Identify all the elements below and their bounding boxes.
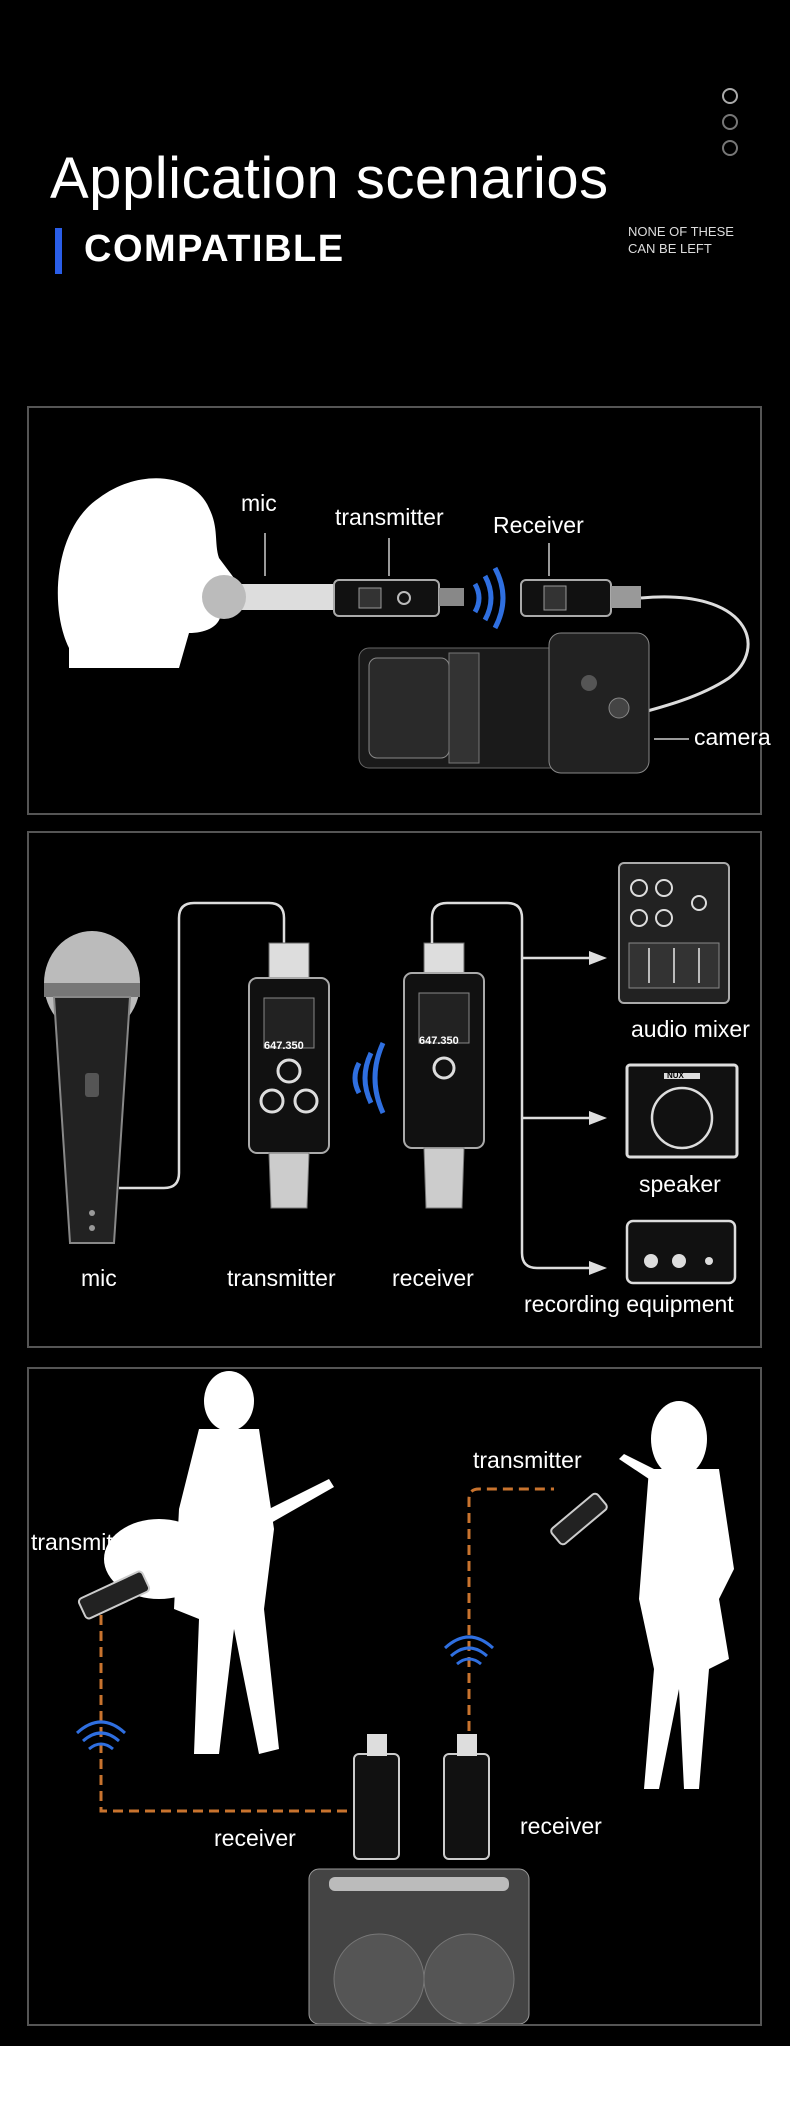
head-silhouette: [57, 478, 234, 668]
studio-scene-illustration: [44, 862, 739, 1285]
page-subtitle: COMPATIBLE: [84, 228, 345, 270]
scenario-panel-camera: mic transmitter Receiver camera: [27, 406, 771, 815]
label-receiver-left: receiver: [214, 1825, 296, 1851]
label-speaker: speaker: [639, 1171, 721, 1197]
handheld-mic: [44, 931, 140, 1244]
signal-icon: [352, 1041, 386, 1115]
transmitter-device-right: [550, 1492, 608, 1546]
speaker-illustration: [625, 1063, 739, 1159]
label-receiver: receiver: [392, 1265, 474, 1291]
page-dot[interactable]: [722, 114, 738, 130]
singer-silhouette: [619, 1401, 734, 1789]
label-transmitter: transmitter: [227, 1265, 336, 1291]
receiver-device-right: [443, 1734, 490, 1860]
audio-mixer-illustration: [618, 862, 730, 1004]
transmitter-device: [248, 942, 330, 1209]
page-indicator[interactable]: [722, 88, 738, 166]
tx-frequency: 647.350: [264, 1040, 304, 1052]
page-dot[interactable]: [722, 88, 738, 104]
stage-scene-illustration: [75, 1371, 734, 2024]
label-receiver-right: receiver: [520, 1813, 602, 1839]
note-line: CAN BE LEFT: [628, 241, 712, 256]
rx-frequency: 647.350: [419, 1035, 459, 1047]
mic-head: [202, 575, 246, 619]
label-transmitter-left: transmitter: [31, 1529, 140, 1555]
speaker-brand: NUX: [667, 1071, 684, 1080]
transmitter-device-left: [77, 1570, 151, 1620]
label-mic: mic: [81, 1265, 117, 1291]
page-dot[interactable]: [722, 140, 738, 156]
transmitter-unit: [333, 579, 440, 617]
page-title: Application scenarios: [50, 146, 609, 211]
label-receiver: Receiver: [493, 512, 584, 538]
camera-scene-illustration: [57, 478, 750, 774]
mic-handle: [219, 584, 369, 610]
label-transmitter: transmitter: [335, 504, 444, 530]
header-note: NONE OF THESE CAN BE LEFT: [628, 223, 734, 257]
label-recording-equipment: recording equipment: [524, 1291, 734, 1317]
signal-icon: [472, 566, 506, 630]
camera-illustration: [358, 632, 650, 774]
receiver-device: [403, 942, 485, 1209]
note-line: NONE OF THESE: [628, 224, 734, 239]
amplifier-illustration: [308, 1868, 530, 2024]
scenario-panel-stage: transmitter transmitter receiver receive…: [27, 1367, 762, 2026]
signal-icon: [443, 1635, 495, 1666]
scenario-panel-studio: 647.350 647.350 NUX mic transmitter rece…: [27, 831, 762, 1348]
guitarist-silhouette: [104, 1371, 334, 1754]
label-audio-mixer: audio mixer: [631, 1016, 750, 1042]
accent-bar: [55, 228, 62, 274]
signal-icon: [75, 1720, 127, 1751]
label-camera: camera: [694, 724, 771, 750]
label-transmitter-right: transmitter: [473, 1447, 582, 1473]
receiver-device-left: [353, 1734, 400, 1860]
label-mic: mic: [241, 490, 277, 516]
recording-equipment-illustration: [625, 1219, 737, 1285]
bottom-strip: [0, 2046, 790, 2107]
